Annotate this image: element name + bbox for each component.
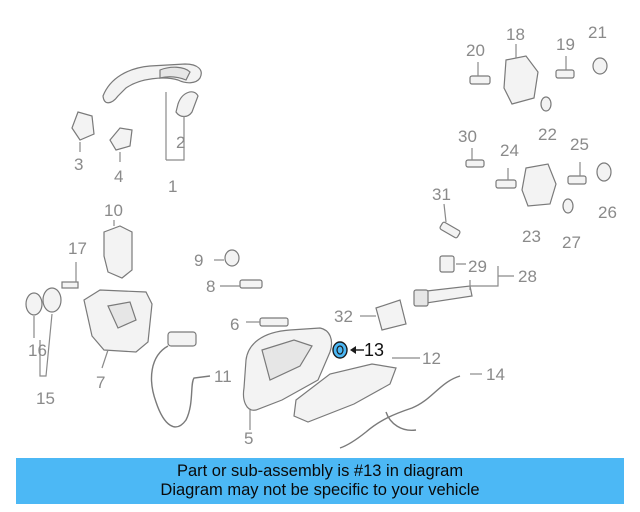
check-bracket <box>360 299 407 331</box>
callout-12: 12 <box>422 349 441 368</box>
callout-30: 30 <box>458 127 477 146</box>
callout-26: 26 <box>598 203 617 222</box>
upper-hinge <box>469 44 608 112</box>
highlighted-part-13[interactable] <box>332 341 364 359</box>
callout-10: 10 <box>104 201 123 220</box>
handle-gasket <box>109 127 133 151</box>
callout-18: 18 <box>506 25 525 44</box>
callout-20: 20 <box>466 41 485 60</box>
inner-release-cable <box>339 375 461 449</box>
handle-end-cap <box>71 111 95 141</box>
release-cable <box>150 345 211 428</box>
bumper <box>214 249 240 267</box>
door-module-carrier <box>242 327 333 430</box>
callout-23: 23 <box>522 227 541 246</box>
callout-15: 15 <box>36 389 55 408</box>
callout-14: 14 <box>486 365 505 384</box>
callout-3: 3 <box>74 155 83 174</box>
callout-11: 11 <box>214 367 232 386</box>
handle-bracket <box>103 220 133 279</box>
callout-27: 27 <box>562 233 581 252</box>
callout-21: 21 <box>588 23 607 42</box>
lower-hinge <box>465 148 612 214</box>
callout-25: 25 <box>570 135 589 154</box>
handle-cover <box>175 91 199 118</box>
callout-7: 7 <box>96 373 105 392</box>
callout-9: 9 <box>194 251 203 270</box>
bolt <box>220 279 263 289</box>
banner-line-2: Diagram may not be specific to your vehi… <box>160 481 480 499</box>
outer-door-handle <box>102 63 202 104</box>
lock-cylinder <box>25 287 62 377</box>
callout-32: 32 <box>334 307 353 326</box>
callout-28: 28 <box>518 267 537 286</box>
callout-31: 31 <box>432 185 451 204</box>
door-latch <box>83 289 153 369</box>
door-check-strap <box>413 255 514 307</box>
inner-handle-carrier <box>293 357 420 423</box>
cable-clip <box>167 331 197 347</box>
inner-release-cable-2 <box>385 411 417 431</box>
callout-6: 6 <box>230 315 239 334</box>
callout-8: 8 <box>206 277 215 296</box>
callout-13: 13 <box>364 340 384 360</box>
callout-16: 16 <box>28 341 47 360</box>
callout-29: 29 <box>468 257 487 276</box>
part-info-banner: Part or sub-assembly is #13 in diagram D… <box>16 458 624 504</box>
callout-17: 17 <box>68 239 87 258</box>
callout-2: 2 <box>176 133 185 152</box>
banner-line-1: Part or sub-assembly is #13 in diagram <box>176 462 464 480</box>
screw-31 <box>439 203 461 239</box>
callout-1: 1 <box>168 177 177 196</box>
callout-labels: 1 2 3 4 5 6 7 8 9 10 11 12 13 14 15 16 1… <box>28 23 617 448</box>
callout-19: 19 <box>556 35 575 54</box>
bolt-long <box>246 317 289 327</box>
callout-4: 4 <box>114 167 123 186</box>
callout-22: 22 <box>538 125 557 144</box>
callout-24: 24 <box>500 141 519 160</box>
screw <box>61 262 79 289</box>
callout-5: 5 <box>244 429 253 448</box>
